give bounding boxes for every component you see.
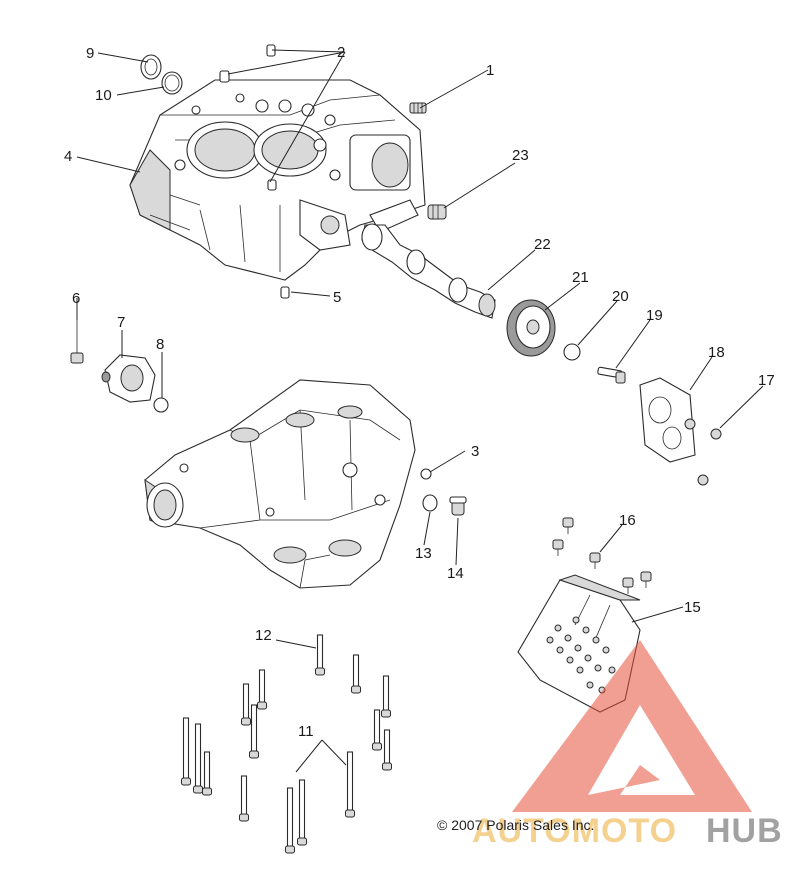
callout-10: 10: [95, 87, 112, 104]
callout-13: 13: [415, 545, 432, 562]
long-bolt: [193, 723, 203, 794]
dowel-pin-5: [280, 286, 290, 299]
callout-23: 23: [512, 147, 529, 164]
cover-plate-18: [639, 377, 696, 463]
long-bolt: [181, 717, 191, 786]
callout-14: 14: [447, 565, 464, 582]
callout-2: 2: [337, 44, 345, 61]
bolt-6: [70, 320, 84, 364]
callout-4: 4: [64, 148, 72, 165]
callout-11: 11: [298, 723, 314, 740]
long-bolt: [351, 654, 361, 694]
long-bolt: [202, 751, 212, 796]
upper-crankcase: [129, 79, 426, 281]
long-bolt: [249, 704, 259, 759]
bolt-19: [597, 366, 626, 384]
o-ring-3: [420, 468, 432, 480]
long-bolt: [297, 779, 307, 846]
dowel-pin-parts: [219, 44, 277, 191]
long-bolt: [372, 709, 382, 751]
long-bolt: [315, 634, 325, 676]
long-bolt: [382, 729, 392, 771]
plug-14: [449, 496, 467, 516]
screws-17: [684, 418, 722, 486]
watermark-brand-part2: HUB: [706, 812, 783, 850]
long-bolt: [241, 683, 251, 726]
washer-13: [422, 494, 438, 512]
callout-7: 7: [117, 314, 125, 331]
callout-6: 6: [72, 290, 80, 307]
fitting-23: [427, 204, 447, 220]
long-bolt: [285, 787, 295, 854]
callout-16: 16: [619, 512, 636, 529]
sensor-7: [101, 354, 156, 403]
callout-labels: 1 2 3 4 5 6 7 8 9 10 11 12 13 14 15 16 1…: [64, 44, 775, 740]
seal-rings: [140, 54, 183, 95]
callout-20: 20: [612, 288, 629, 305]
long-bolt: [257, 669, 267, 710]
callout-21: 21: [572, 269, 589, 286]
callout-1: 1: [486, 62, 494, 79]
automotohub-watermark: [512, 640, 752, 812]
callout-3: 3: [471, 443, 479, 460]
plug-1: [409, 102, 427, 114]
watermark-brand-part1: AUTOMOTO: [472, 812, 677, 850]
callout-5: 5: [333, 289, 341, 306]
long-bolt: [381, 675, 391, 718]
camshaft-22: [361, 223, 496, 319]
callout-18: 18: [708, 344, 725, 361]
copyright-notice: © 2007 Polaris Sales Inc.: [437, 817, 594, 833]
callout-17: 17: [758, 372, 775, 389]
callout-22: 22: [534, 236, 551, 253]
callout-19: 19: [646, 307, 663, 324]
lower-crankcase: [144, 379, 416, 589]
crankcase-bolts: [181, 634, 392, 854]
long-bolt: [239, 775, 249, 822]
skid-plate-15: [517, 574, 641, 713]
callout-12: 12: [255, 627, 272, 644]
o-ring-8: [153, 397, 169, 413]
callout-8: 8: [156, 336, 164, 353]
callout-15: 15: [684, 599, 701, 616]
watermark-triangle-logo: [512, 640, 752, 812]
cam-gear-21: [506, 299, 556, 357]
long-bolt: [345, 751, 355, 818]
callout-9: 9: [86, 45, 94, 62]
leader-lines: [76, 49, 764, 773]
bolts-16: [552, 517, 652, 594]
washer-20: [563, 343, 581, 361]
